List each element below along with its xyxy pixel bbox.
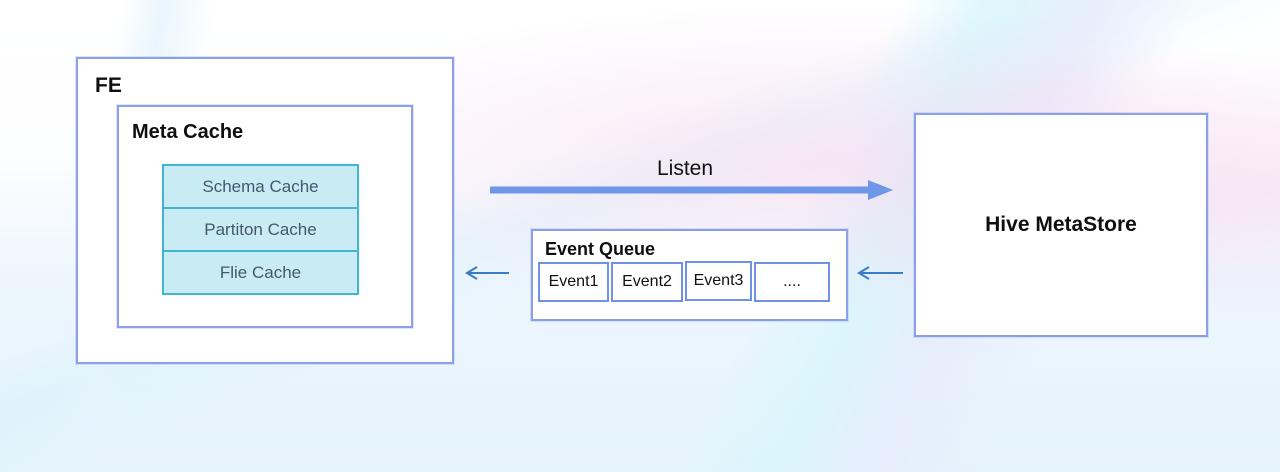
meta-cache-title: Meta Cache <box>132 121 244 143</box>
cache-item-file: Flie Cache <box>162 250 359 295</box>
arrow-left-hive-to-queue-icon <box>857 266 903 280</box>
event-queue-row: Event1 Event2 Event3 .... <box>538 261 830 302</box>
listen-arrow-right-icon <box>490 180 893 200</box>
arrow-left-queue-to-fe-icon <box>465 266 509 280</box>
listen-arrow-label: Listen <box>656 157 714 180</box>
hive-metastore-box: Hive MetaStore <box>914 113 1208 337</box>
queue-cell-event2: Event2 <box>611 262 683 302</box>
cache-item-partition: Partiton Cache <box>162 207 359 252</box>
queue-cell-event1: Event1 <box>538 262 609 302</box>
fe-label: FE <box>95 74 122 97</box>
queue-cell-event3: Event3 <box>685 261 752 301</box>
queue-cell-ellipsis: .... <box>754 262 830 302</box>
hive-metastore-label: Hive MetaStore <box>985 213 1137 236</box>
cache-item-schema: Schema Cache <box>162 164 359 209</box>
event-queue-title: Event Queue <box>545 239 656 259</box>
meta-cache-stack: Schema Cache Partiton Cache Flie Cache <box>162 164 359 295</box>
